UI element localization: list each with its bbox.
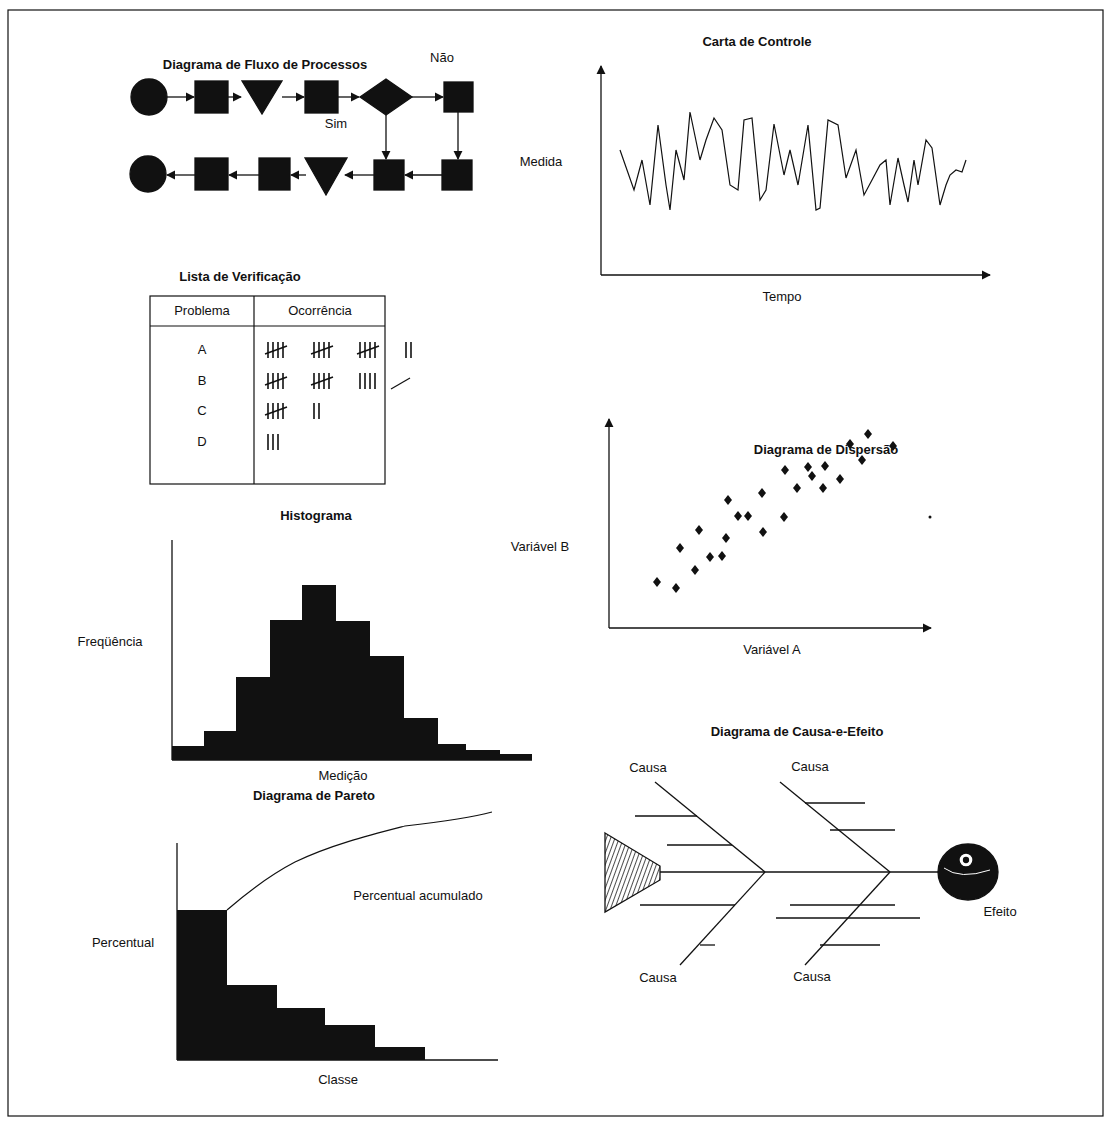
table-header: Problema [174,304,230,318]
cause-label: Causa [639,971,677,985]
panel-title: Diagrama de Causa-e-Efeito [711,725,884,739]
cause-label: Causa [629,761,667,775]
axis-label: Variável B [511,540,569,554]
axis-label: Tempo [762,290,801,304]
effect-label: Efeito [983,905,1016,919]
tally-marks [265,342,411,450]
frame [8,10,1103,1116]
panel-title: Carta de Controle [702,35,811,49]
scatter-axes [609,419,931,628]
axis-label: Medição [318,769,367,783]
table-cell: D [197,435,206,449]
fishbone [605,782,998,965]
axis-label: Classe [318,1073,358,1087]
panel-title: Diagrama de Fluxo de Processos [163,58,367,72]
table-cell: B [198,374,207,388]
branch-label: Sim [325,117,347,131]
curve-label: Percentual acumulado [353,889,482,903]
cause-label: Causa [793,970,831,984]
histogram [172,540,532,760]
cause-label: Causa [791,760,829,774]
axis-label: Freqüência [77,635,142,649]
check-table [150,296,410,484]
flow-chart [130,79,473,195]
axis-label: Percentual [92,936,154,950]
control-chart [601,66,990,275]
axis-label: Variável A [743,643,801,657]
table-cell: C [197,404,206,418]
table-header: Ocorrência [288,304,352,318]
axis-label: Medida [520,155,563,169]
panel-title: Diagrama de Pareto [253,789,375,803]
table-cell: A [198,343,207,357]
panel-title: Diagrama de Dispersão [754,443,899,457]
panel-title: Lista de Verificação [179,270,300,284]
branch-label: Não [430,51,454,65]
pareto-chart [177,812,498,1060]
panel-title: Histograma [280,509,352,523]
